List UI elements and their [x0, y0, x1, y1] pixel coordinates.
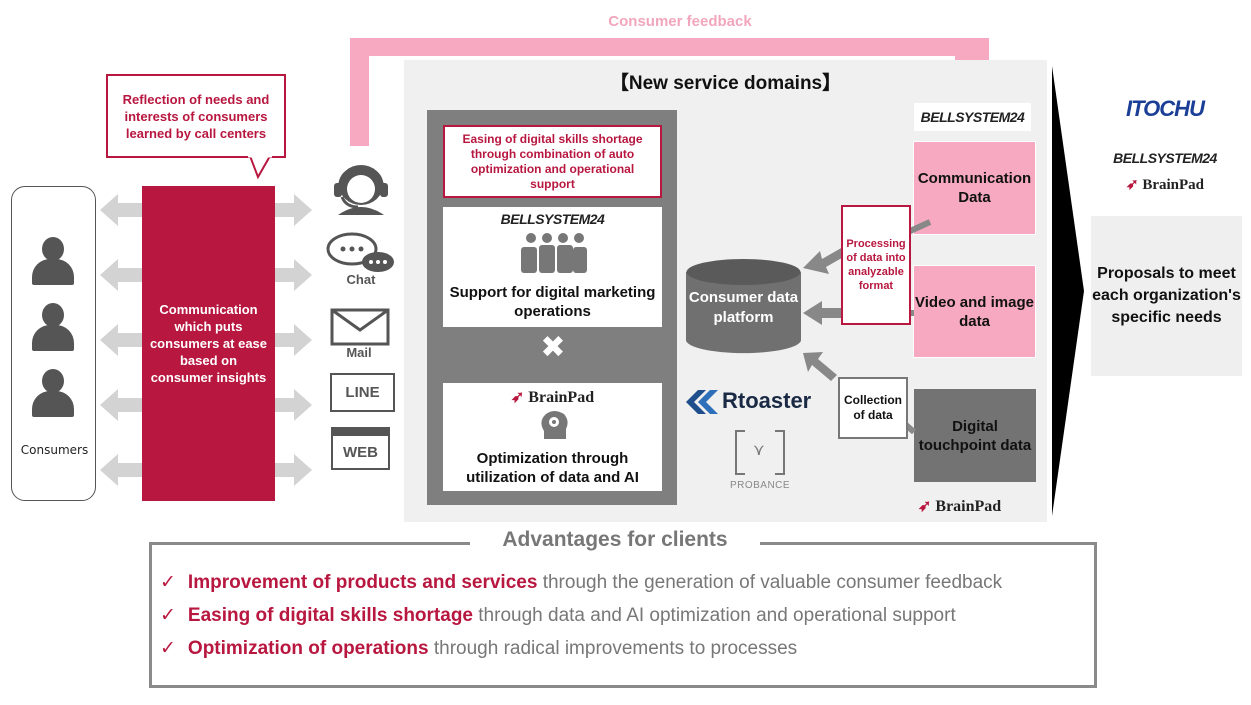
consumers-panel: Consumers: [11, 186, 96, 501]
service-domains-title: 【New service domains】: [609, 73, 842, 94]
big-right-arrow: [1052, 66, 1084, 516]
advantage-highlight: Improvement of products and services: [187, 572, 538, 593]
advantage-rest: through data and AI optimization and ope…: [473, 605, 956, 626]
digital-touchpoint-data-box: Digital touchpoint data: [914, 389, 1036, 482]
brainpad-logo: ➶ BrainPad: [510, 389, 595, 406]
advantage-item: ✓ Improvement of products and services th…: [160, 571, 1002, 594]
collection-box: Collection of data: [838, 377, 908, 439]
proposals-text: Proposals to meet each organization's sp…: [1092, 265, 1241, 326]
probance-logo: PROBANCE: [729, 480, 791, 491]
call-center-callout: Reflection of needs and interests of con…: [106, 74, 286, 158]
bellsystem-logo-box: BELLSYSTEM24: [914, 103, 1031, 131]
probance-mark-icon: ⋎: [735, 430, 785, 475]
check-icon: ✓: [160, 638, 176, 659]
exchange-arrows: [100, 194, 312, 486]
line-label: LINE: [345, 384, 380, 401]
support-box: BELLSYSTEM24 Support for digital marketi…: [443, 207, 662, 327]
web-label: WEB: [343, 444, 378, 461]
optimization-box: ➶ BrainPad Optimization through utilizat…: [443, 383, 662, 491]
person-icon: [30, 303, 76, 351]
processing-box: Processing of data into analyzable forma…: [841, 205, 911, 325]
callout-text: Reflection of needs and interests of con…: [122, 91, 270, 141]
advantage-highlight: Easing of digital skills shortage: [187, 605, 473, 626]
communication-data-box: Communication Data: [913, 141, 1036, 235]
itochu-logo: ITOCHU: [1126, 96, 1205, 121]
communication-text: Communication which puts consumers at ea…: [149, 302, 268, 385]
consumer-feedback-label: Consumer feedback: [608, 13, 752, 30]
video-image-data-box: Video and image data: [913, 265, 1036, 358]
bellsystem-logo: BELLSYSTEM24: [1113, 150, 1217, 166]
check-icon: ✓: [160, 572, 176, 593]
advantage-highlight: Optimization of operations: [187, 638, 429, 659]
communication-block: Communication which puts consumers at ea…: [142, 186, 275, 501]
mail-label: Mail: [346, 345, 372, 360]
ai-head-icon: [541, 411, 568, 439]
advantage-rest: through radical improvements to processe…: [428, 638, 798, 659]
person-icon: [30, 369, 76, 417]
person-icon: [30, 237, 76, 285]
rtoaster-logo-icon: [686, 390, 718, 414]
consumer-data-platform-cylinder: [686, 259, 801, 354]
brainpad-logo: ➶ BrainPad: [918, 498, 1002, 515]
digital-touchpoint-data-label: Digital touchpoint data: [918, 417, 1032, 454]
cross-icon: ✖: [540, 331, 566, 364]
advantage-item: ✓ Optimization of operations through radi…: [160, 637, 797, 660]
callout-tail: [248, 155, 272, 180]
operator-headset-icon: [334, 165, 388, 215]
advantage-rest: through the generation of valuable consu…: [537, 572, 1003, 593]
chat-icon: [326, 232, 394, 272]
advantage-item: ✓ Easing of digital skills shortage throu…: [160, 604, 956, 627]
line-icon: LINE: [330, 373, 395, 412]
skills-shortage-text: Easing of digital skills shortage throug…: [462, 131, 643, 191]
bellsystem-logo: BELLSYSTEM24: [920, 109, 1025, 125]
advantages-title: Advantages for clients: [470, 528, 760, 552]
skills-shortage-box: Easing of digital skills shortage throug…: [443, 125, 662, 198]
processing-text: Processing of data into analyzable forma…: [846, 238, 906, 292]
mail-icon: [330, 308, 390, 346]
advantages-box: [149, 542, 1097, 688]
collection-text: Collection of data: [843, 393, 902, 422]
communication-data-label: Communication Data: [917, 170, 1032, 206]
browser-bar: [333, 429, 388, 436]
brainpad-logo: ➶ BrainPad: [1125, 177, 1204, 193]
platform-label: Consumer data platform: [688, 289, 799, 326]
optimization-text: Optimization through utilization of data…: [466, 450, 639, 486]
check-icon: ✓: [160, 605, 176, 626]
consumers-label: Consumers: [20, 443, 89, 457]
team-icon: [521, 233, 587, 273]
bellsystem-logo: BELLSYSTEM24: [500, 211, 605, 227]
rtoaster-logo: Rtoaster: [722, 388, 812, 413]
chat-label: Chat: [346, 272, 376, 287]
video-image-data-label: Video and image data: [915, 293, 1034, 330]
support-text: Support for digital marketing operations: [449, 284, 656, 320]
proposals-box: Proposals to meet each organization's sp…: [1091, 216, 1242, 376]
